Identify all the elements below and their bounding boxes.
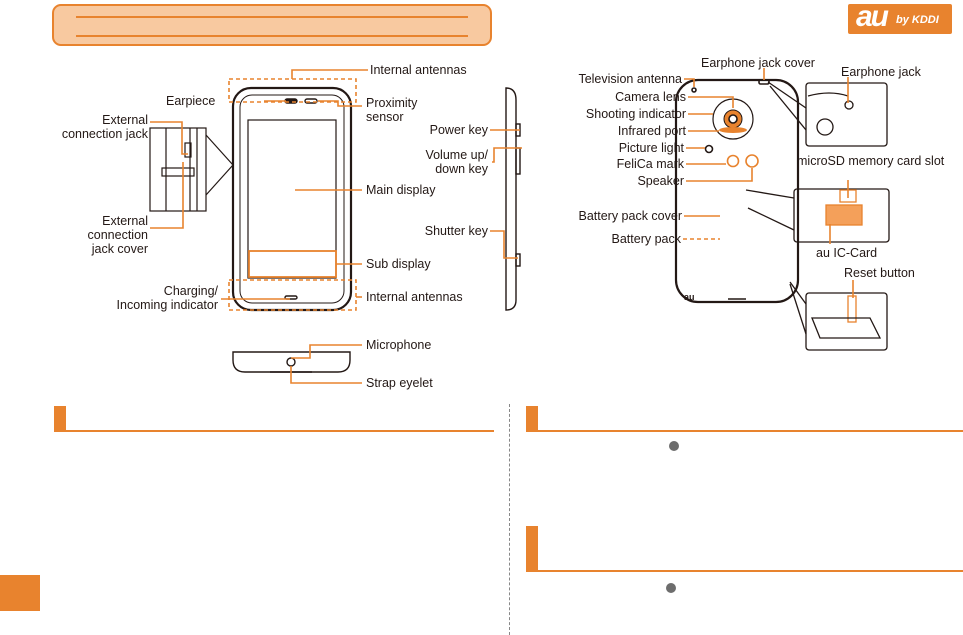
au-kddi-logo: au by KDDI bbox=[848, 0, 952, 34]
menu-grid-icon bbox=[669, 441, 679, 451]
label-internal-antennas-top: Internal antennas bbox=[370, 63, 467, 77]
label-speaker: Speaker bbox=[637, 174, 684, 188]
svg-text:au: au bbox=[684, 292, 695, 302]
label-external-connection-jack-cover: External connection jack cover bbox=[87, 214, 148, 256]
label-volume-key: Volume up/ down key bbox=[425, 148, 488, 176]
label-television-antenna: Television antenna bbox=[578, 72, 682, 86]
title-rule-top bbox=[76, 16, 468, 18]
label-charging-indicator: Charging/ Incoming indicator bbox=[116, 284, 218, 312]
label-sub-display: Sub display bbox=[366, 257, 431, 271]
label-shooting-indicator: Shooting indicator bbox=[585, 107, 686, 121]
phone-diagram: au bbox=[149, 68, 890, 384]
chapter-tab bbox=[0, 575, 40, 611]
section-heading-right-2 bbox=[526, 522, 963, 572]
label-battery-pack: Battery pack bbox=[611, 232, 681, 246]
section-heading-left bbox=[54, 402, 494, 432]
label-strap-eyelet: Strap eyelet bbox=[366, 376, 433, 390]
section-heading-right-1 bbox=[526, 402, 963, 432]
section-marker bbox=[54, 406, 66, 432]
menu-grid-icon bbox=[666, 583, 676, 593]
label-infrared-port: Infrared port bbox=[617, 124, 686, 138]
label-battery-pack-cover: Battery pack cover bbox=[578, 209, 682, 223]
label-external-connection-jack: External connection jack bbox=[61, 113, 148, 141]
label-proximity-sensor: Proximity sensor bbox=[366, 96, 418, 124]
logo-main: au bbox=[856, 0, 889, 33]
title-rule-bottom bbox=[76, 35, 468, 37]
label-au-ic-card: au IC-Card bbox=[816, 246, 878, 260]
back-phone bbox=[674, 78, 800, 304]
section-marker bbox=[526, 406, 538, 432]
label-power-key: Power key bbox=[429, 123, 488, 137]
label-camera-lens: Camera lens bbox=[615, 90, 686, 104]
label-microsd-slot: microSD memory card slot bbox=[797, 154, 945, 168]
logo-sub: by KDDI bbox=[896, 14, 939, 26]
label-reset-button: Reset button bbox=[844, 266, 915, 280]
label-microphone: Microphone bbox=[366, 338, 432, 352]
label-shutter-key: Shutter key bbox=[424, 224, 488, 238]
label-earphone-jack-cover: Earphone jack cover bbox=[701, 56, 815, 70]
label-picture-light: Picture light bbox=[618, 141, 684, 155]
section-marker bbox=[526, 526, 538, 572]
label-felica-mark: FeliCa mark bbox=[616, 157, 684, 171]
label-main-display: Main display bbox=[366, 183, 436, 197]
column-divider bbox=[509, 404, 510, 635]
label-earpiece: Earpiece bbox=[166, 94, 216, 108]
page-title-box bbox=[52, 4, 492, 46]
label-internal-antennas-bottom: Internal antennas bbox=[366, 290, 463, 304]
label-earphone-jack: Earphone jack bbox=[841, 65, 921, 79]
